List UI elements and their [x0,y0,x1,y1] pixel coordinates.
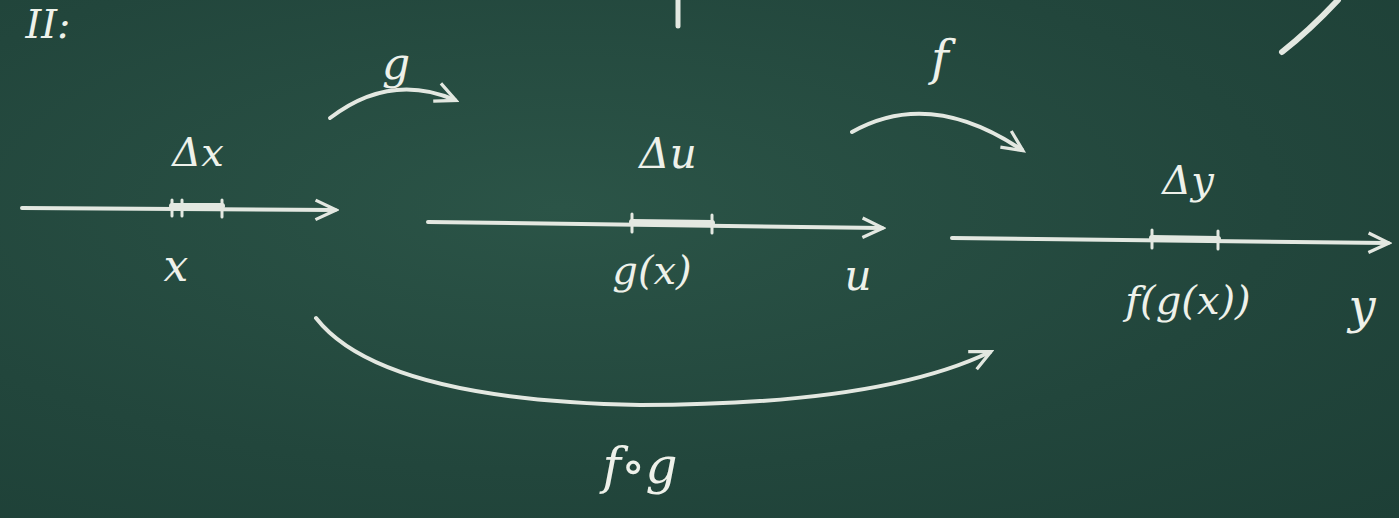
map-name: f [931,34,949,82]
variable-label: y [1348,282,1375,330]
number-line [428,222,882,228]
interval-ticks [172,200,222,217]
interval-ticks [632,214,712,233]
composition-label: f∘g [602,441,677,491]
chalk-mark [676,0,681,26]
map-arrow [330,89,455,118]
variable-label: u [844,255,871,297]
value-label: f(g(x)) [1125,280,1250,320]
value-label: g(x) [612,250,691,290]
section-number: II: [25,4,70,44]
increment-label: Δx [172,132,223,172]
increment-label: Δy [1162,160,1213,200]
chalk-mark [1282,0,1338,52]
map-name: g [382,42,410,86]
variable-label: x [164,244,189,288]
map-arrow [852,114,1022,150]
interval-ticks [1152,230,1218,249]
composition-arrow [316,318,990,405]
number-line [952,238,1388,243]
increment-label: Δu [639,133,696,175]
